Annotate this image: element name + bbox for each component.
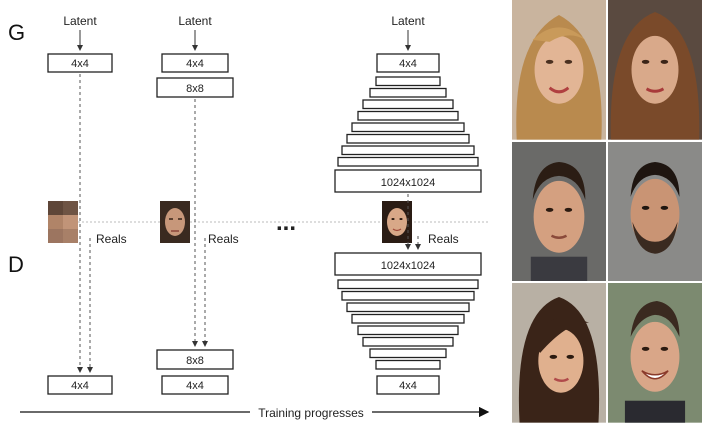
- g-block-label-8x8-stage2: 8x8: [186, 83, 204, 95]
- g-intermediate-layer-8: [337, 156, 479, 167]
- real-image-1024-thumb: [382, 201, 412, 243]
- latent-label-1: Latent: [63, 14, 97, 28]
- g-block-label-4x4-stage3: 4x4: [399, 58, 417, 70]
- d-block-1024-stage3: [334, 252, 482, 276]
- d-block-label-4x4-stage2: 4x4: [186, 380, 204, 392]
- g-block-4x4-stage3: [376, 53, 440, 73]
- d-intermediate-layer-5: [357, 325, 459, 336]
- d-intermediate-layer-1: [337, 279, 479, 290]
- reals-label-3: Reals: [428, 232, 459, 246]
- g-intermediate-layer-4: [357, 110, 459, 121]
- g-block-4x4-stage2: [161, 53, 229, 73]
- d-intermediate-layer-2: [341, 290, 475, 301]
- d-block-label-stage1: 4x4: [71, 380, 89, 392]
- face-photo-auburn-woman: [608, 0, 702, 140]
- d-block-4x4-stage3: [376, 375, 440, 395]
- d-block-4x4-stage1: [47, 375, 113, 395]
- face-photo-blonde-woman: [512, 0, 606, 140]
- real-image-8x8-thumb: [160, 201, 190, 243]
- g-intermediate-layer-6: [346, 133, 470, 144]
- real-image-4x4-thumb: [48, 201, 78, 243]
- d-block-label-8x8-stage2: 8x8: [186, 355, 204, 367]
- d-block-label-4x4-stage3: 4x4: [399, 380, 417, 392]
- reals-label-2: Reals: [208, 232, 239, 246]
- training-progresses-label: Training progresses: [258, 406, 364, 420]
- face-photo-asian-woman: [512, 283, 606, 423]
- latent-label-2: Latent: [178, 14, 212, 28]
- g-intermediate-layer-2: [369, 87, 447, 98]
- g-block-label-stage1: 4x4: [71, 58, 89, 70]
- d-intermediate-layer-3: [346, 302, 470, 313]
- face-photo-dark-hair-man: [512, 141, 606, 282]
- g-intermediate-layer-7: [341, 145, 475, 156]
- face-photo-smiling-man: [608, 283, 702, 423]
- g-block-label-1024-stage3: 1024x1024: [381, 177, 435, 189]
- discriminator-label: D: [8, 252, 24, 277]
- g-block-label-4x4-stage2: 4x4: [186, 58, 204, 70]
- d-intermediate-layer-8: [375, 359, 441, 370]
- d-intermediate-layer-4: [351, 313, 465, 324]
- ellipsis: ...: [276, 209, 296, 236]
- d-block-4x4-stage2: [161, 375, 229, 395]
- generator-layer-stack: [337, 76, 479, 167]
- reals-label-1: Reals: [96, 232, 127, 246]
- g-intermediate-layer-3: [362, 99, 454, 110]
- latent-label-3: Latent: [391, 14, 425, 28]
- g-block-1024-stage3: [334, 169, 482, 193]
- d-intermediate-layer-7: [369, 348, 447, 359]
- discriminator-layer-stack: [337, 279, 479, 370]
- generated-faces-grid: [512, 0, 702, 423]
- d-block-label-1024-stage3: 1024x1024: [381, 260, 435, 272]
- g-intermediate-layer-5: [351, 122, 465, 133]
- generator-label: G: [8, 20, 25, 45]
- face-photo-bearded-man: [608, 141, 702, 282]
- g-block-4x4-stage1: [47, 53, 113, 73]
- progressive-gan-diagram: G D Latent 4x4 Reals 4x4 Latent 4x4 8x8 …: [8, 14, 490, 420]
- d-block-8x8-stage2: [156, 349, 234, 370]
- g-intermediate-layer-1: [375, 76, 441, 87]
- d-intermediate-layer-6: [362, 336, 454, 347]
- g-block-8x8-stage2: [156, 77, 234, 98]
